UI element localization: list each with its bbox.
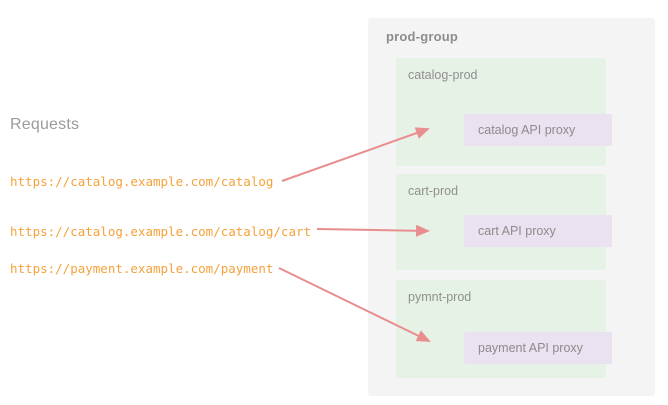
request-url-catalog: https://catalog.example.com/catalog: [10, 174, 274, 189]
subgroup-catalog-prod-label: catalog-prod: [408, 68, 478, 82]
proxy-catalog-label: catalog API proxy: [478, 123, 576, 137]
subgroup-cart-prod-label: cart-prod: [408, 184, 459, 198]
subgroup-cart-prod: cart-prod cart API proxy: [396, 174, 612, 270]
proxy-box-payment: payment API proxy: [464, 332, 612, 364]
subgroup-pymnt-prod: pymnt-prod payment API proxy: [396, 280, 612, 378]
request-url-payment: https://payment.example.com/payment: [10, 261, 274, 276]
proxy-box-catalog: catalog API proxy: [464, 114, 612, 146]
proxy-box-cart: cart API proxy: [464, 215, 612, 247]
requests-heading: Requests: [10, 116, 80, 133]
proxy-payment-label: payment API proxy: [478, 341, 583, 355]
request-url-catalog-cart: https://catalog.example.com/catalog/cart: [10, 224, 312, 239]
subgroup-catalog-prod: catalog-prod catalog API proxy: [396, 58, 612, 166]
proxy-cart-label: cart API proxy: [478, 224, 556, 238]
prod-group-panel: prod-group catalog-prod catalog API prox…: [368, 18, 655, 396]
prod-group-title: prod-group: [386, 29, 459, 44]
subgroup-pymnt-prod-label: pymnt-prod: [408, 290, 472, 304]
